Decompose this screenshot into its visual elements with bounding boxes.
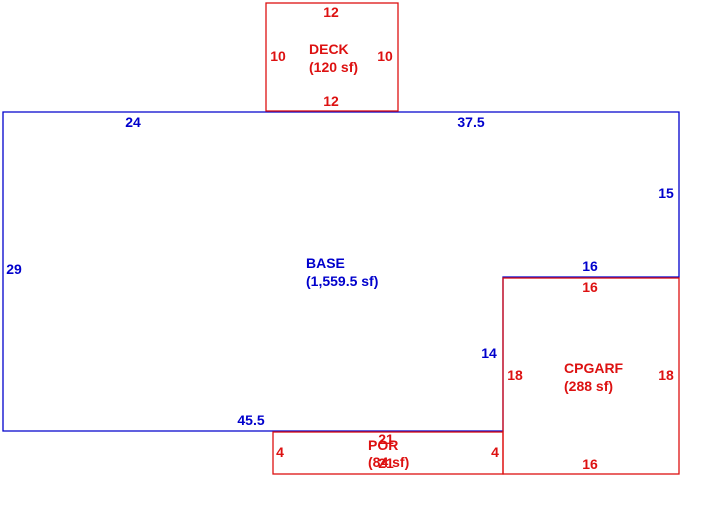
deck-dim-left: 10 — [270, 48, 286, 64]
por-dim-top: 21 — [378, 431, 394, 447]
por-area-label: (84 sf) — [368, 454, 409, 470]
deck-dim-top: 12 — [323, 4, 339, 20]
cpgarf-dim-bottom: 16 — [582, 456, 598, 472]
base-dim-top-right: 37.5 — [457, 114, 484, 130]
cpgarf-dim-top: 16 — [582, 279, 598, 295]
base-dim-top-left: 24 — [125, 114, 141, 130]
base-dim-step-top: 16 — [582, 258, 598, 274]
base-dim-right: 15 — [658, 185, 674, 201]
deck-outline — [265, 2, 399, 112]
cpgarf-name-label: CPGARF — [564, 360, 624, 376]
por-dim-right: 4 — [491, 444, 499, 460]
por-outline — [272, 431, 504, 475]
deck-area-label: (120 sf) — [309, 59, 358, 75]
por-name-label: POR — [368, 437, 398, 453]
cpgarf-dim-right: 18 — [658, 367, 674, 383]
por-dim-bottom: 21 — [378, 455, 394, 471]
cpgarf-area-label: (288 sf) — [564, 378, 613, 394]
base-dim-step-side: 14 — [481, 345, 497, 361]
base-outline — [2, 111, 680, 432]
deck-name-label: DECK — [309, 41, 349, 57]
base-name-label: BASE — [306, 255, 345, 271]
cpgarf-outline — [502, 277, 680, 475]
deck-dim-bottom: 12 — [323, 93, 339, 109]
deck-dim-right: 10 — [377, 48, 393, 64]
base-dim-left: 29 — [6, 261, 22, 277]
por-dim-left: 4 — [276, 444, 284, 460]
cpgarf-dim-left: 18 — [507, 367, 523, 383]
base-area-label: (1,559.5 sf) — [306, 273, 378, 289]
base-dim-bottom: 45.5 — [237, 412, 264, 428]
